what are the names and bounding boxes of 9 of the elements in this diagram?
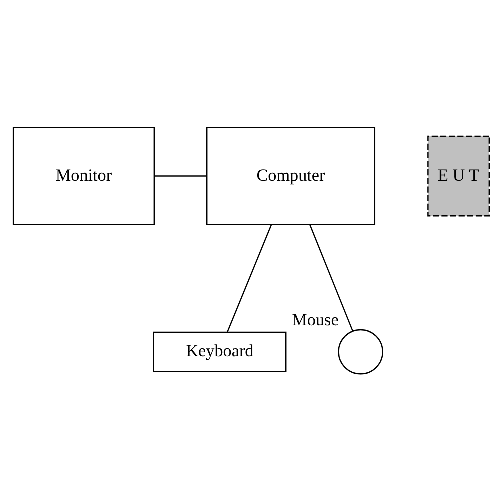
node-label: Mouse xyxy=(292,310,339,330)
node-circle xyxy=(338,329,384,375)
connector xyxy=(226,224,272,333)
node-box: E U T xyxy=(428,136,490,217)
node-box: Computer xyxy=(206,127,376,226)
connector xyxy=(154,176,207,177)
node-box: Monitor xyxy=(12,127,156,226)
connector xyxy=(310,224,354,332)
node-box: Keyboard xyxy=(153,332,287,372)
